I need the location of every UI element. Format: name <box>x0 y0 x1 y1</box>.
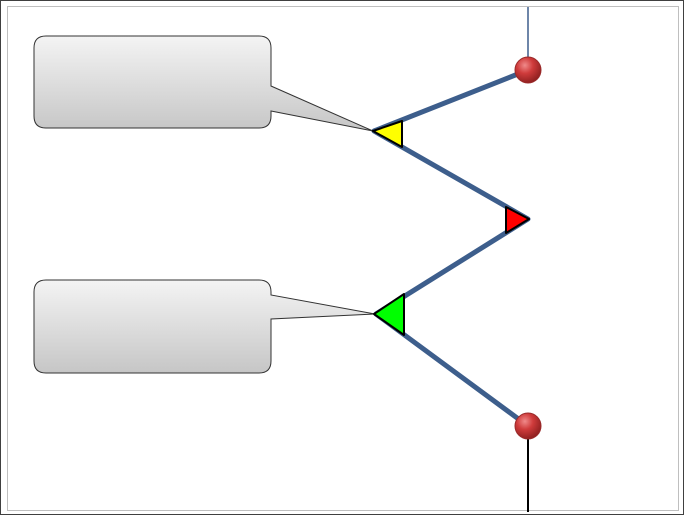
top-endpoint-ball <box>514 56 542 84</box>
callout-bottom <box>33 279 376 374</box>
diagram-canvas-border <box>7 6 679 511</box>
red-joint-marker <box>505 206 530 234</box>
yellow-joint-marker <box>372 120 403 148</box>
green-joint-marker <box>373 293 405 336</box>
bottom-endpoint-ball <box>514 412 542 440</box>
callout-top <box>33 35 374 132</box>
